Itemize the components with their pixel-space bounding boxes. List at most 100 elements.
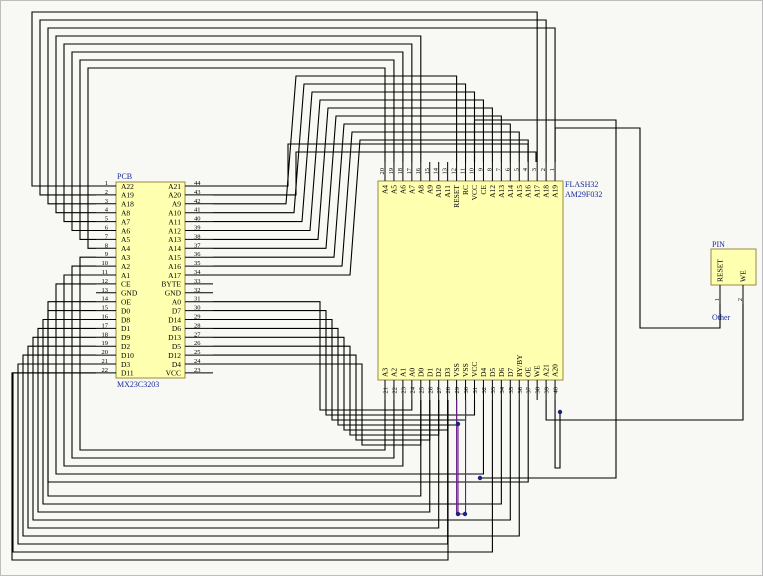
flash-pin-name: A15: [515, 185, 524, 198]
pcb-pin-number: 27: [194, 331, 201, 338]
pcb-pin-number: 2: [105, 189, 108, 196]
pcb-pin-name: A2: [121, 262, 130, 271]
junction-dot: [557, 409, 563, 415]
flash-component-body: [377, 180, 564, 381]
pcb-pin-name: D8: [121, 315, 130, 324]
pcb-pin-number: 10: [102, 260, 109, 267]
pin-header-pin-number: 1: [714, 298, 721, 301]
net-wire: [473, 119, 617, 479]
pcb-pin-number: 8: [105, 242, 108, 249]
pcb-component-body: [115, 181, 186, 379]
pcb-pin-number: 24: [194, 358, 201, 365]
flash-pin-name: A9: [425, 185, 434, 194]
net-wire: [39, 19, 547, 196]
net-wire: [213, 83, 467, 214]
flash-pin-number: 13: [442, 168, 449, 175]
flash-pin-number: 37: [526, 386, 533, 393]
pcb-pin-number: 29: [194, 314, 201, 321]
net-wire: [55, 283, 485, 475]
pcb-pin-number: 31: [194, 296, 201, 303]
pcb-pin-number: 14: [102, 296, 109, 303]
flash-pin-number: 27: [436, 386, 443, 393]
flash-pin-name: A16: [524, 185, 533, 198]
flash-pin-number: 8: [486, 168, 493, 171]
pin-header-body: [710, 248, 757, 286]
flash-pin-number: 7: [495, 167, 502, 171]
flash-pin-number: 40: [553, 387, 560, 394]
flash-pin-name: A12: [488, 185, 497, 198]
pcb-pin-number: 32: [194, 287, 201, 294]
pcb-pin-number: 23: [194, 367, 201, 374]
pcb-pin-name: A22: [121, 182, 134, 191]
flash-pin-number: 24: [409, 386, 416, 393]
net-wire: [213, 99, 485, 232]
pcb-pin-name: D0: [121, 306, 130, 315]
pcb-pin-number: 36: [194, 251, 201, 258]
pcb-pin-name: BYTE: [161, 280, 181, 289]
pcb-pin-number: 9: [105, 251, 108, 258]
flash-pin-name: A17: [533, 185, 542, 198]
pcb-pin-number: 26: [194, 340, 201, 347]
junction-dot: [477, 475, 483, 481]
pcb-pin-number: 18: [102, 331, 109, 338]
net-wire: [27, 345, 440, 529]
pcb-pin-name: A20: [168, 191, 181, 200]
flash-pin-name: A1: [398, 368, 407, 377]
flash-pin-name: A2: [389, 368, 398, 377]
flash-pin-name: D2: [434, 368, 443, 377]
flash-pin-name: OE: [524, 367, 533, 377]
net-wire: [79, 59, 395, 240]
junction-dot: [455, 421, 461, 427]
net-wire: [213, 151, 537, 196]
wire-layer: [11, 11, 744, 561]
pcb-pin-name: GND: [165, 289, 182, 298]
flash-pin-number: 35: [508, 387, 515, 394]
pcb-pin-name: A21: [168, 182, 181, 191]
flash-pin-number: 19: [388, 168, 395, 175]
pcb-pin-number: 16: [102, 314, 109, 321]
flash-pin-number: 36: [517, 386, 524, 393]
flash-pin-name: D4: [479, 368, 488, 377]
pcb-part-number: MX23C3203: [117, 380, 159, 389]
flash-pin-number: 29: [454, 387, 461, 394]
pcb-pin-number: 35: [194, 260, 201, 267]
pcb-pin-number: 4: [105, 207, 109, 214]
pcb-pin-name: GND: [121, 289, 138, 298]
pcb-pin-number: 42: [194, 198, 201, 205]
pcb-pin-name: A19: [121, 191, 134, 200]
flash-pin-name: VCC: [470, 362, 479, 377]
flash-pin-name: VSS: [452, 363, 461, 377]
flash-pin-number: 39: [544, 387, 551, 394]
flash-pin-number: 4: [522, 167, 529, 171]
flash-pin-number: 3: [531, 168, 538, 171]
flash-pin-number: 22: [391, 387, 398, 394]
flash-pin-number: 11: [460, 168, 467, 174]
flash-pin-number: 31: [472, 387, 479, 394]
flash-pin-number: 14: [433, 167, 440, 174]
flash-pin-name: RESET: [452, 185, 461, 208]
flash-pin-name: A6: [398, 185, 407, 194]
flash-pin-number: 26: [427, 386, 434, 393]
pcb-pin-name: OE: [121, 298, 131, 307]
pcb-pin-number: 33: [194, 278, 201, 285]
flash-part-number: AM29F032: [565, 190, 602, 199]
pcb-pin-number: 40: [194, 216, 201, 223]
net-wire: [213, 131, 520, 267]
net-wire: [42, 318, 502, 505]
pin-header-part: Other: [712, 313, 731, 322]
pcb-pin-name: D5: [172, 342, 181, 351]
flash-pin-number: 38: [535, 387, 542, 394]
flash-pin-number: 9: [477, 168, 484, 171]
net-wire: [554, 400, 561, 469]
flash-pin-name: A8: [416, 185, 425, 194]
flash-pin-name: A21: [542, 364, 551, 377]
pcb-pin-name: A5: [121, 235, 130, 244]
net-wire: [213, 354, 431, 441]
pcb-pin-number: 11: [102, 269, 108, 276]
flash-pin-name: A10: [434, 185, 443, 198]
pcb-pin-number: 28: [194, 322, 201, 329]
pcb-pin-name: A8: [121, 209, 130, 218]
junction-dot: [462, 511, 468, 517]
flash-pin-name: D7: [506, 368, 515, 377]
